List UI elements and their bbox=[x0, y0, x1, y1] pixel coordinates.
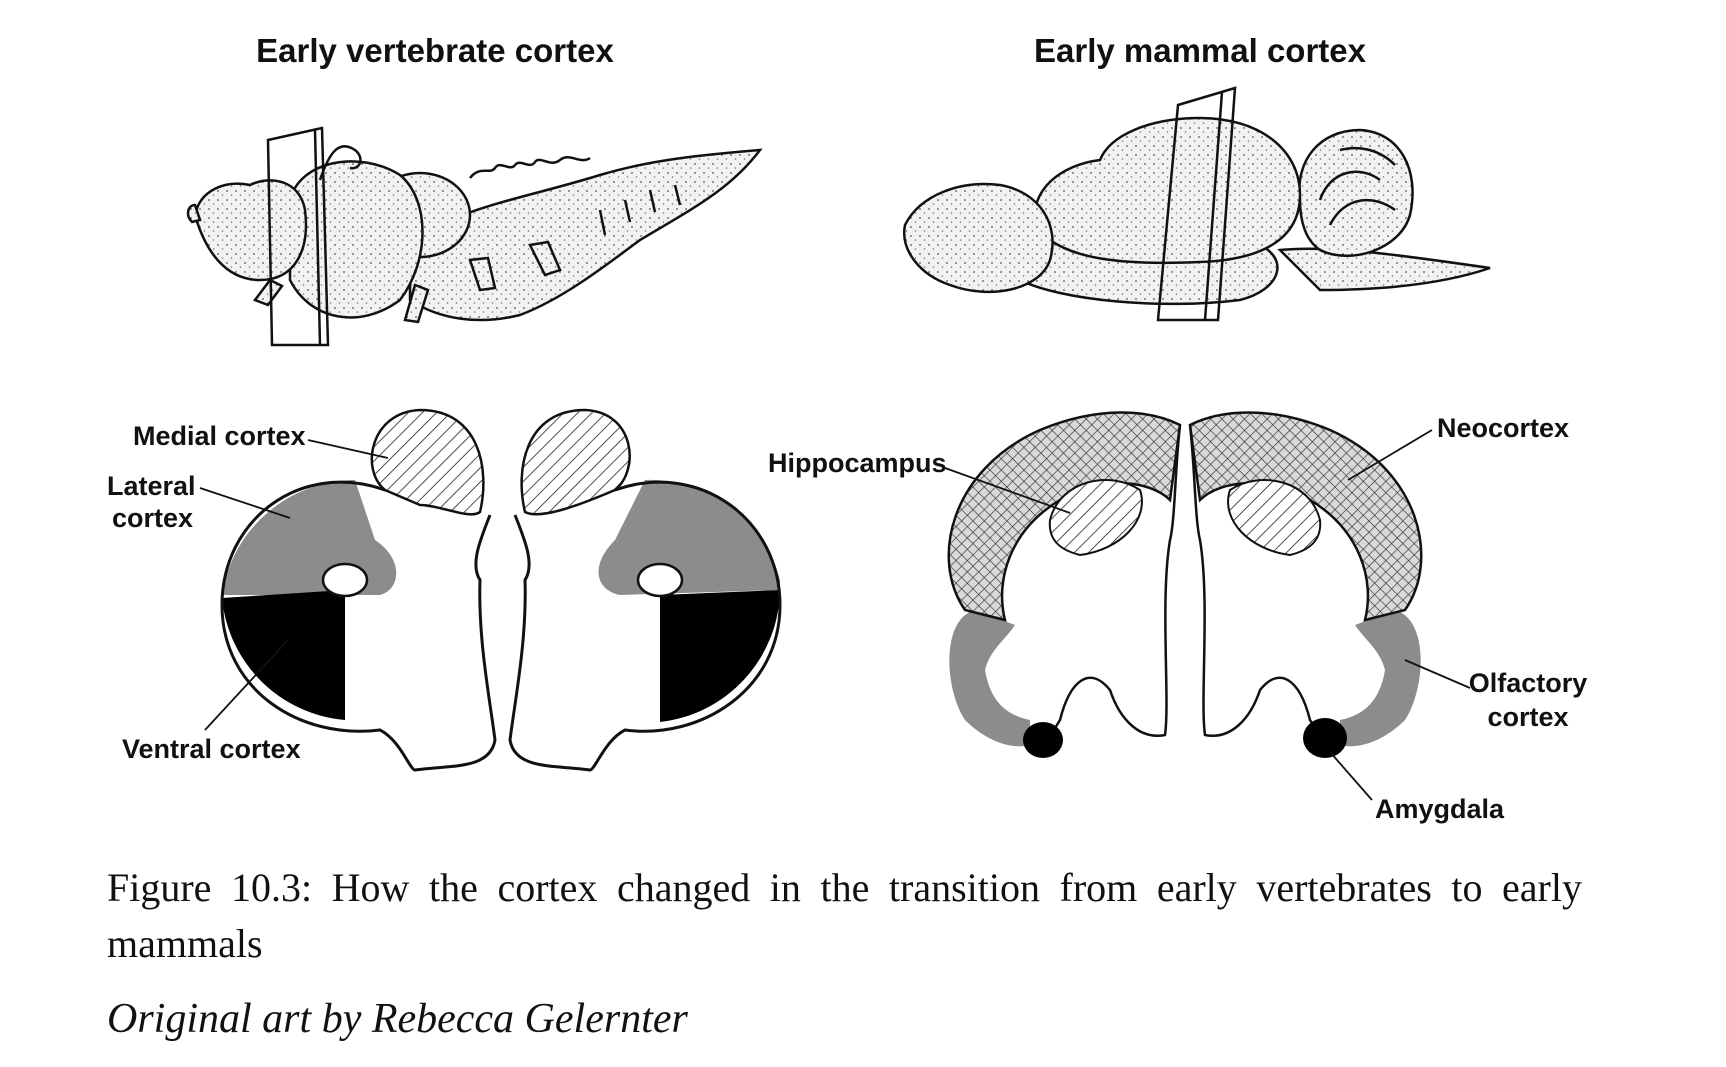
ventral-cortex-right bbox=[660, 590, 780, 722]
label-olfactory-cortex-line1: Olfactory bbox=[1469, 668, 1588, 698]
hippocampus-right bbox=[1227, 479, 1322, 557]
lateral-cortex-left bbox=[222, 480, 397, 595]
title-early-mammal: Early mammal cortex bbox=[1034, 32, 1367, 69]
figure-credit: Original art by Rebecca Gelernter bbox=[107, 996, 688, 1042]
hippocampus-left bbox=[1048, 479, 1143, 557]
medial-cortex-right bbox=[520, 408, 631, 516]
label-lateral-cortex-line2: cortex bbox=[112, 503, 193, 533]
label-neocortex: Neocortex bbox=[1437, 413, 1569, 443]
mammal-brain-illustration bbox=[902, 116, 1491, 306]
label-hippocampus: Hippocampus bbox=[768, 448, 947, 478]
figure-caption: Figure 10.3: How the cortex changed in t… bbox=[107, 865, 1582, 966]
vertebrate-cross-section bbox=[220, 408, 782, 772]
mammal-cross-section bbox=[947, 411, 1423, 758]
label-ventral-cortex: Ventral cortex bbox=[122, 734, 301, 764]
label-medial-cortex: Medial cortex bbox=[133, 421, 306, 451]
leader-lines bbox=[199, 429, 1471, 801]
section-plane-mammal bbox=[1156, 86, 1237, 322]
label-lateral-cortex-line1: Lateral bbox=[107, 471, 196, 501]
neocortex-right bbox=[1188, 411, 1423, 622]
neocortex-left bbox=[947, 411, 1182, 622]
section-plane-vertebrate bbox=[266, 126, 330, 347]
title-early-vertebrate: Early vertebrate cortex bbox=[256, 32, 614, 69]
label-amygdala: Amygdala bbox=[1375, 794, 1505, 824]
olfactory-cortex-right bbox=[1340, 610, 1421, 747]
label-olfactory-cortex-line2: cortex bbox=[1487, 702, 1568, 732]
medial-cortex-left bbox=[370, 408, 485, 516]
ventral-cortex-left bbox=[222, 590, 345, 720]
lateral-cortex-right bbox=[598, 479, 780, 595]
cortex-comparison-figure: Early vertebrate cortex Early mammal cor… bbox=[107, 32, 1588, 824]
amygdala-left bbox=[1023, 722, 1063, 758]
amygdala-right bbox=[1303, 718, 1347, 758]
vertebrate-brain-illustration bbox=[186, 145, 763, 324]
olfactory-cortex-left bbox=[949, 610, 1030, 747]
